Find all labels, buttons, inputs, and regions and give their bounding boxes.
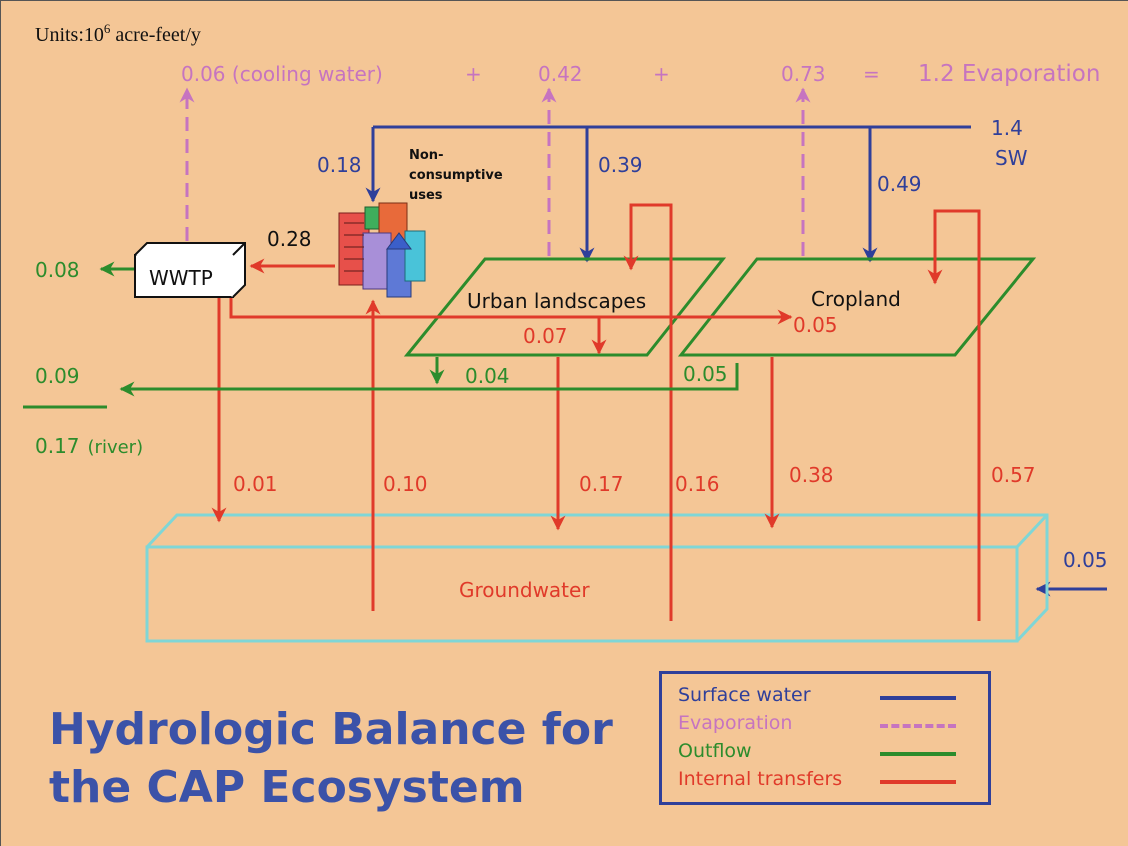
gw-to-urban-arrow: [623, 203, 673, 621]
flow-to-crop: 0.49: [877, 172, 922, 196]
wwtp-to-crop-arrow: [229, 297, 793, 325]
legend-surface-water-label: Surface water: [678, 684, 811, 706]
evaporation-arrows: [179, 87, 811, 256]
title-line-2: the CAP Ecosystem: [49, 762, 525, 813]
total-outflow-value: 0.09: [35, 364, 80, 388]
legend-evaporation-line: [880, 724, 956, 728]
evap-plus-2: +: [653, 62, 670, 86]
title-line-1: Hydrologic Balance for: [49, 704, 613, 755]
outflow-values: 0.08 0.09 0.04 0.05 0.17(river): [35, 258, 728, 458]
gw-to-city-value: 0.10: [383, 472, 428, 496]
legend-evaporation-label: Evaporation: [678, 712, 793, 734]
gw-inflow-value: 0.05: [1063, 548, 1108, 572]
internal-transfer-values: 0.07 0.05 0.01 0.10 0.17 0.16 0.38 0.57: [233, 313, 1036, 496]
urban-internal-value: 0.07: [523, 324, 568, 348]
gw-to-crop-value: 0.57: [991, 463, 1036, 487]
evap-urban-value: 0.42: [538, 62, 583, 86]
evap-equals: =: [863, 62, 880, 86]
evaporation-header: 0.06 (cooling water) + 0.42 + 0.73 = 1.2…: [181, 61, 1100, 87]
urban-landscapes-label: Urban landscapes: [467, 289, 646, 313]
river-outflow: 0.17(river): [35, 434, 143, 458]
units-label: Units:106 acre-feet/y: [35, 21, 201, 46]
wwtp-to-gw-value: 0.01: [233, 472, 278, 496]
legend-surface-water-line: [880, 696, 956, 700]
urban-internal-arrow: [521, 315, 607, 355]
gw-to-urban-value: 0.16: [675, 472, 720, 496]
urban-landscapes-shape: [403, 257, 727, 357]
outflow-lines: [23, 261, 739, 409]
internal-transfer-lines: [211, 203, 981, 621]
wwtp-label: WWTP: [149, 266, 213, 290]
flow-to-urban: 0.39: [598, 153, 643, 177]
sw-input-value: 1.4: [991, 116, 1023, 140]
groundwater-label: Groundwater: [459, 578, 590, 602]
evap-plus-1: +: [465, 62, 482, 86]
surface-water-lines: [365, 125, 1107, 597]
wwtp-outflow-value: 0.08: [35, 258, 80, 282]
sw-input-label: SW: [995, 146, 1028, 170]
legend-internal-line: [880, 780, 956, 784]
legend: Surface water Evaporation Outflow Intern…: [659, 671, 991, 805]
legend-outflow-label: Outflow: [678, 740, 752, 762]
building-windows: [344, 222, 364, 272]
gw-to-crop-arrow: [927, 209, 981, 621]
crop-outflow-value: 0.05: [683, 362, 728, 386]
urban-outflow-value: 0.04: [465, 364, 510, 388]
groundwater-box: [145, 513, 1049, 643]
city-to-wwtp-value: 0.28: [267, 227, 312, 251]
urban-to-gw-value: 0.17: [579, 472, 624, 496]
evap-total: 1.2 Evaporation: [918, 61, 1100, 87]
wwtp-node: WWTP: [134, 242, 246, 298]
evap-cooling-value: 0.06 (cooling water): [181, 62, 383, 86]
non-consumptive-label: Non- consumptive uses: [409, 148, 507, 203]
crop-to-gw-value: 0.38: [789, 463, 834, 487]
diagram-title: Hydrologic Balance for the CAP Ecosystem: [49, 701, 649, 817]
flow-to-city: 0.18: [317, 153, 362, 177]
legend-outflow-line: [880, 752, 956, 756]
legend-internal-label: Internal transfers: [678, 768, 843, 790]
city-buildings-icon: [338, 202, 426, 298]
cropland-shape: [677, 257, 1037, 357]
main-outflow-arrow: [119, 363, 739, 397]
evap-crop-value: 0.73: [781, 62, 826, 86]
cropland-label: Cropland: [811, 287, 901, 311]
crop-from-wwtp-value: 0.05: [793, 313, 838, 337]
